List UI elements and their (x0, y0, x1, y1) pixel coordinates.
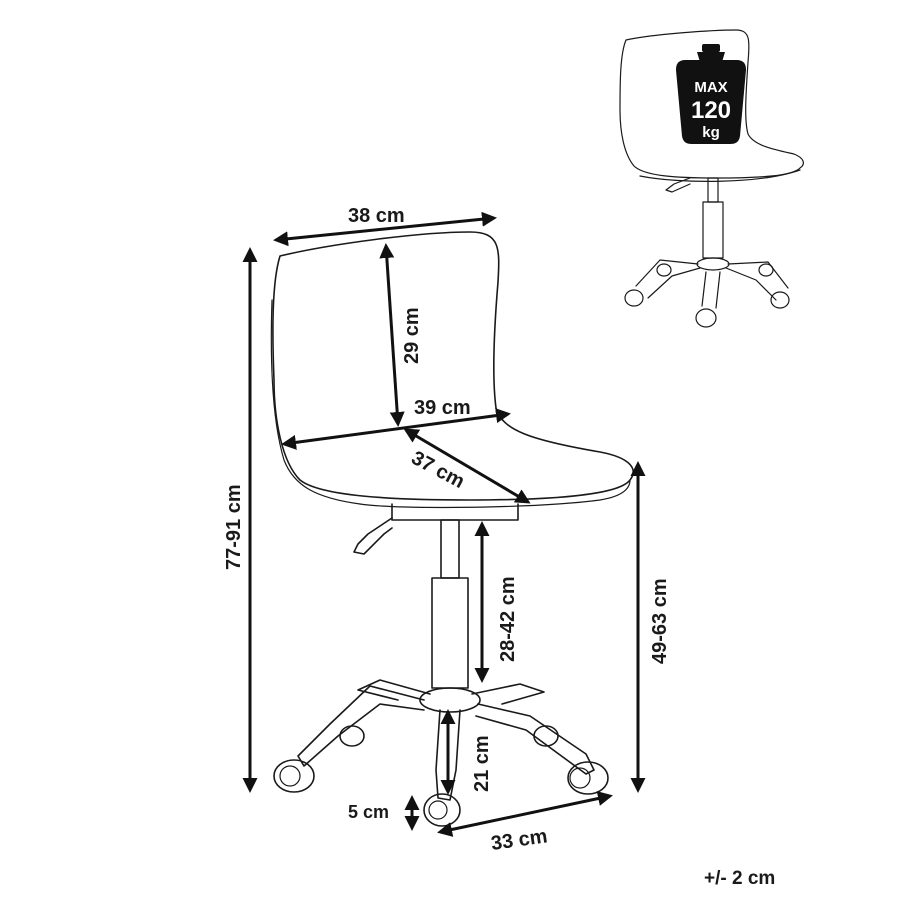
caster-left (273, 759, 315, 793)
weight-icon: MAX 120 kg (676, 44, 746, 144)
arrow-seat-depth (403, 428, 531, 504)
caster-back-left (339, 725, 365, 747)
label-base-radius: 33 cm (490, 825, 549, 855)
weight-limit-unit: kg (702, 124, 720, 141)
label-caster-height: 5 cm (348, 802, 389, 822)
thumb-caster-4 (770, 291, 790, 309)
thumb-legs (635, 259, 789, 309)
arrow-backrest-width (273, 211, 497, 247)
caster-back-right (533, 725, 559, 747)
caster-right (567, 761, 609, 795)
base-leg-back-right (471, 683, 545, 705)
thumb-seat-edge (639, 169, 801, 182)
base-leg-left (297, 685, 425, 767)
chair-shell-outline (272, 231, 634, 501)
height-lever (353, 517, 393, 555)
label-seat-width: 39 cm (414, 397, 471, 419)
base-hub (419, 687, 481, 713)
thumb-caster-3 (758, 263, 774, 277)
label-backrest-width: 38 cm (348, 205, 405, 227)
label-base-height: 21 cm (471, 735, 493, 792)
thumb-caster-1 (624, 289, 644, 307)
arrow-base-radius (437, 791, 613, 837)
weight-limit-value: 120 (691, 97, 731, 124)
dimension-arrows (242, 211, 646, 837)
thumb-shell-outline (619, 29, 804, 179)
main-chair-drawing (270, 231, 634, 827)
arrow-backrest-height (379, 243, 405, 427)
thumb-caster-5 (695, 308, 717, 328)
label-seat-height: 49-63 cm (649, 578, 671, 664)
base-leg-right (475, 703, 595, 775)
label-total-height: 77-91 cm (223, 484, 245, 570)
label-gas-lift: 28-42 cm (497, 576, 519, 662)
thumb-gas-body (702, 201, 724, 259)
thumbnail-chair-drawing (619, 29, 804, 328)
tolerance-note: +/- 2 cm (704, 868, 776, 889)
chair-shell-edge (270, 299, 361, 505)
thumb-lever (665, 177, 691, 193)
label-seat-depth: 37 cm (408, 447, 468, 493)
base-leg-back-left (357, 679, 431, 701)
arrow-seat-width (281, 408, 511, 450)
thumb-caster-2 (656, 263, 672, 277)
thumb-hub (696, 257, 730, 271)
gas-cylinder-rod (440, 519, 460, 579)
gas-cylinder-body (431, 577, 469, 689)
seat-underside (359, 479, 631, 509)
weight-limit-max: MAX (694, 79, 727, 96)
label-backrest-height: 29 cm (401, 307, 423, 364)
